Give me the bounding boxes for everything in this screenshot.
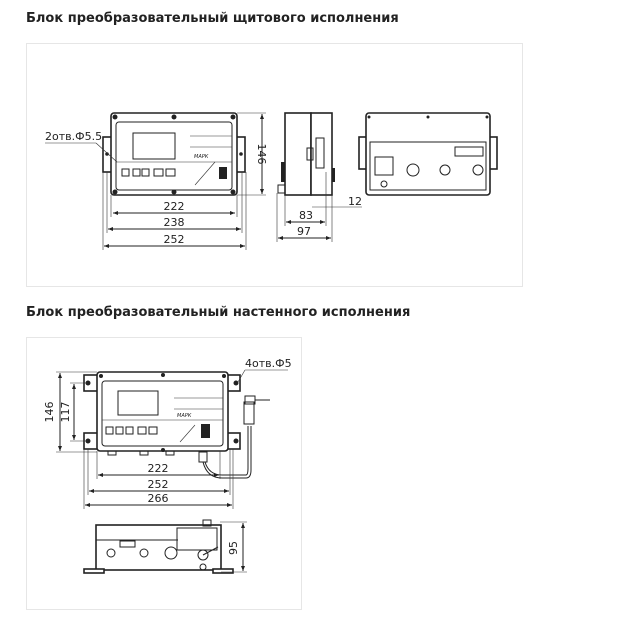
section-title-panel: Блок преобразовательный щитового исполне…: [26, 11, 399, 26]
side-view-panel: 83 97 12: [276, 112, 362, 242]
brand-logo: МАРК: [194, 154, 209, 160]
bottom-view-wall: 95: [83, 519, 247, 574]
front-view-wall: МАРК: [83, 371, 270, 479]
dimensions-front-1: 2отв.Ф5.5 222 238 252 146: [45, 112, 268, 250]
dim-252-wall: 252: [148, 478, 169, 491]
dim-83: 83: [299, 209, 313, 222]
dim-238: 238: [164, 216, 185, 229]
dim-222: 222: [164, 200, 185, 213]
dim-146: 146: [255, 144, 268, 165]
front-view-panel: МАРК: [102, 112, 246, 196]
dim-266: 266: [148, 492, 169, 505]
hole-note-wall: 4отв.Ф5: [245, 357, 292, 370]
section-title-wall: Блок преобразовательный настенного испол…: [26, 305, 411, 320]
dim-252: 252: [164, 233, 185, 246]
dim-97: 97: [297, 225, 311, 238]
brand-logo-wall: МАРК: [177, 413, 192, 419]
dim-95: 95: [227, 541, 240, 555]
dimensions-front-2: 4отв.Ф5 146 117 222 252 266: [43, 357, 292, 509]
dim-146-wall: 146: [43, 402, 56, 423]
hole-note: 2отв.Ф5.5: [45, 130, 102, 143]
back-view-panel: [358, 112, 498, 196]
dim-12: 12: [348, 195, 362, 208]
dim-117: 117: [59, 402, 72, 423]
dim-222-wall: 222: [148, 462, 169, 475]
